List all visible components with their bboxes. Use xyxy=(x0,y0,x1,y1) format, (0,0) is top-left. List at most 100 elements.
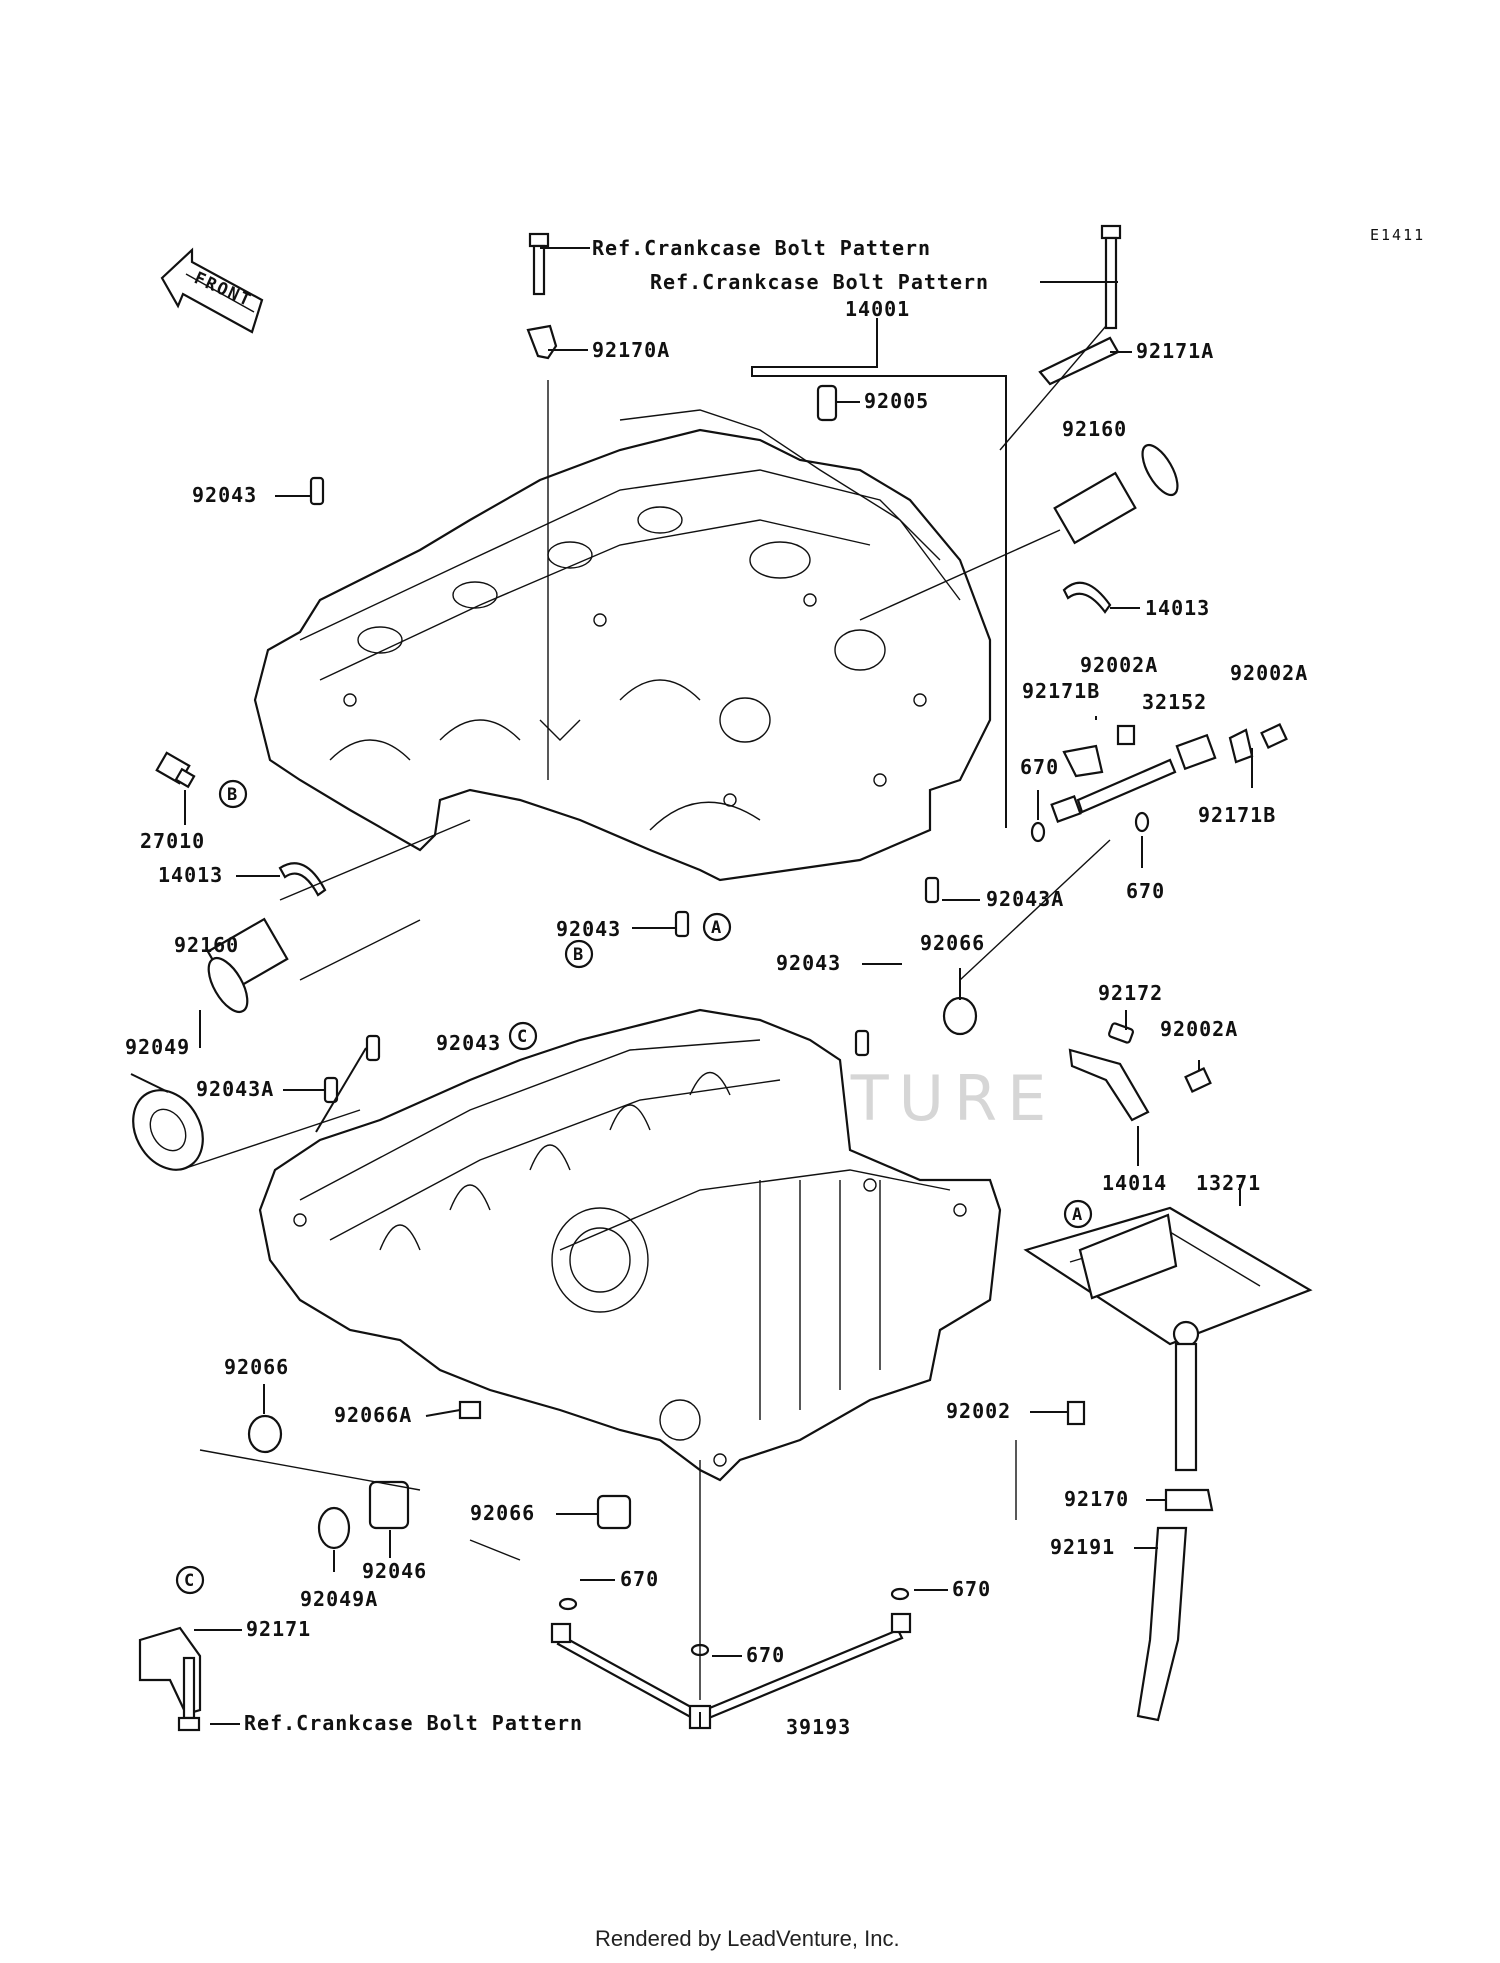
part-label-670: 670 xyxy=(1126,879,1165,903)
damper-icon xyxy=(1053,443,1179,545)
part-label-92046: 92046 xyxy=(362,1559,427,1583)
part-label-92160: 92160 xyxy=(1062,417,1127,441)
part-label-14001: 14001 xyxy=(845,297,910,321)
callout-c-lower: C xyxy=(508,1021,538,1051)
oil-pipe-assembly-icon xyxy=(550,1587,912,1730)
part-label-92043: 92043 xyxy=(192,483,257,507)
dowel-pin-icon xyxy=(309,476,325,506)
part-label-92171A: 92171A xyxy=(1136,339,1214,363)
crankcase-bolt-icon xyxy=(1100,224,1122,330)
part-label-92002A: 92002A xyxy=(1080,653,1158,677)
part-label-670: 670 xyxy=(1020,755,1059,779)
dowel-pin-icon xyxy=(674,910,690,938)
part-label-92191: 92191 xyxy=(1050,1535,1115,1559)
plate-icon xyxy=(1068,1048,1150,1122)
dowel-pin-icon xyxy=(854,1029,870,1057)
baffle-plate-icon xyxy=(1023,1206,1313,1348)
crankcase-bolt-icon xyxy=(177,1656,201,1732)
bracket-icon xyxy=(1038,336,1120,386)
part-label-92066A: 92066A xyxy=(334,1403,412,1427)
hose-icon xyxy=(1136,1526,1188,1722)
plug-icon xyxy=(247,1414,283,1454)
part-label-14013: 14013 xyxy=(1145,596,1210,620)
part-label-670: 670 xyxy=(620,1567,659,1591)
o-ring-icon xyxy=(1134,811,1150,833)
part-label-670: 670 xyxy=(952,1577,991,1601)
callout-a-upper: A xyxy=(702,912,732,942)
part-label-32152: 32152 xyxy=(1142,690,1207,714)
callout-b-lower: B xyxy=(564,939,594,969)
part-label-92066: 92066 xyxy=(224,1355,289,1379)
part-label-92002: 92002 xyxy=(946,1399,1011,1423)
svg-text:A: A xyxy=(711,918,721,938)
oil-pipe-icon xyxy=(1050,733,1217,823)
svg-text:C: C xyxy=(517,1027,527,1047)
oil-seal-icon xyxy=(132,1089,204,1171)
part-label-27010: 27010 xyxy=(140,829,205,853)
lower-crankcase-drawing xyxy=(258,1008,1002,1482)
part-label-670: 670 xyxy=(746,1643,785,1667)
dowel-pin-icon xyxy=(365,1034,381,1062)
bracket-icon xyxy=(1228,728,1254,764)
part-label-92066: 92066 xyxy=(470,1501,535,1525)
bolt-icon xyxy=(1260,723,1288,749)
callout-b-upper: B xyxy=(218,779,248,809)
part-label-92049A: 92049A xyxy=(300,1587,378,1611)
o-ring-icon xyxy=(1030,821,1046,843)
plug-icon xyxy=(458,1400,482,1420)
part-label-92002A: 92002A xyxy=(1160,1017,1238,1041)
part-label-92043: 92043 xyxy=(436,1031,501,1055)
part-label-14014: 14014 xyxy=(1102,1171,1167,1195)
part-label-92043: 92043 xyxy=(556,917,621,941)
part-label-39193: 39193 xyxy=(786,1715,851,1739)
part-label-92043: 92043 xyxy=(776,951,841,975)
plug-icon xyxy=(942,996,978,1036)
leader-lines xyxy=(130,247,1253,1728)
part-label-92171B: 92171B xyxy=(1198,803,1276,827)
ref-bolt-label: Ref.Crankcase Bolt Pattern xyxy=(592,236,931,260)
crankcase-bolt-icon xyxy=(528,232,550,296)
strainer-pipe-icon xyxy=(1174,1342,1198,1472)
part-label-92049: 92049 xyxy=(125,1035,190,1059)
bolt-icon xyxy=(1066,1400,1086,1426)
bolt-icon xyxy=(1116,724,1136,746)
part-label-13271: 13271 xyxy=(1196,1171,1261,1195)
oil-seal-icon xyxy=(317,1506,351,1550)
part-label-92170A: 92170A xyxy=(592,338,670,362)
part-label-92066: 92066 xyxy=(920,931,985,955)
part-label-14013: 14013 xyxy=(158,863,223,887)
clamp-icon xyxy=(1164,1488,1214,1512)
ref-bolt-label: Ref.Crankcase Bolt Pattern xyxy=(650,270,989,294)
cap-ring-icon xyxy=(278,862,327,897)
part-label-92170: 92170 xyxy=(1064,1487,1129,1511)
upper-crankcase-drawing xyxy=(253,409,992,882)
svg-text:C: C xyxy=(184,1571,194,1591)
part-label-92043A: 92043A xyxy=(196,1077,274,1101)
clamp-icon xyxy=(526,324,558,360)
dowel-pin-icon xyxy=(323,1076,339,1104)
part-label-92002A: 92002A xyxy=(1230,661,1308,685)
dowel-pin-icon xyxy=(924,876,940,904)
svg-text:B: B xyxy=(573,945,583,965)
callout-a-baffle: A xyxy=(1063,1199,1093,1229)
bearing-icon xyxy=(368,1480,410,1530)
part-label-92172: 92172 xyxy=(1098,981,1163,1005)
dowel-pin-icon xyxy=(816,384,838,422)
ref-bolt-label: Ref.Crankcase Bolt Pattern xyxy=(244,1711,583,1735)
footer-credit: Rendered by LeadVenture, Inc. xyxy=(595,1926,900,1951)
part-label-92160: 92160 xyxy=(174,933,239,957)
front-arrow-icon: FRONT xyxy=(160,247,264,334)
bracket-icon xyxy=(1062,744,1104,778)
diagram-code: E1411 xyxy=(1370,226,1425,244)
switch-icon xyxy=(155,751,196,789)
part-label-92043A: 92043A xyxy=(986,887,1064,911)
bolt-icon xyxy=(1184,1067,1212,1093)
part-label-92171: 92171 xyxy=(246,1617,311,1641)
callout-c-bracket: C xyxy=(175,1565,205,1595)
svg-text:A: A xyxy=(1072,1205,1082,1225)
part-label-92005: 92005 xyxy=(864,389,929,413)
svg-text:B: B xyxy=(227,785,237,805)
part-label-92171B: 92171B xyxy=(1022,679,1100,703)
damper-icon xyxy=(206,917,289,1014)
